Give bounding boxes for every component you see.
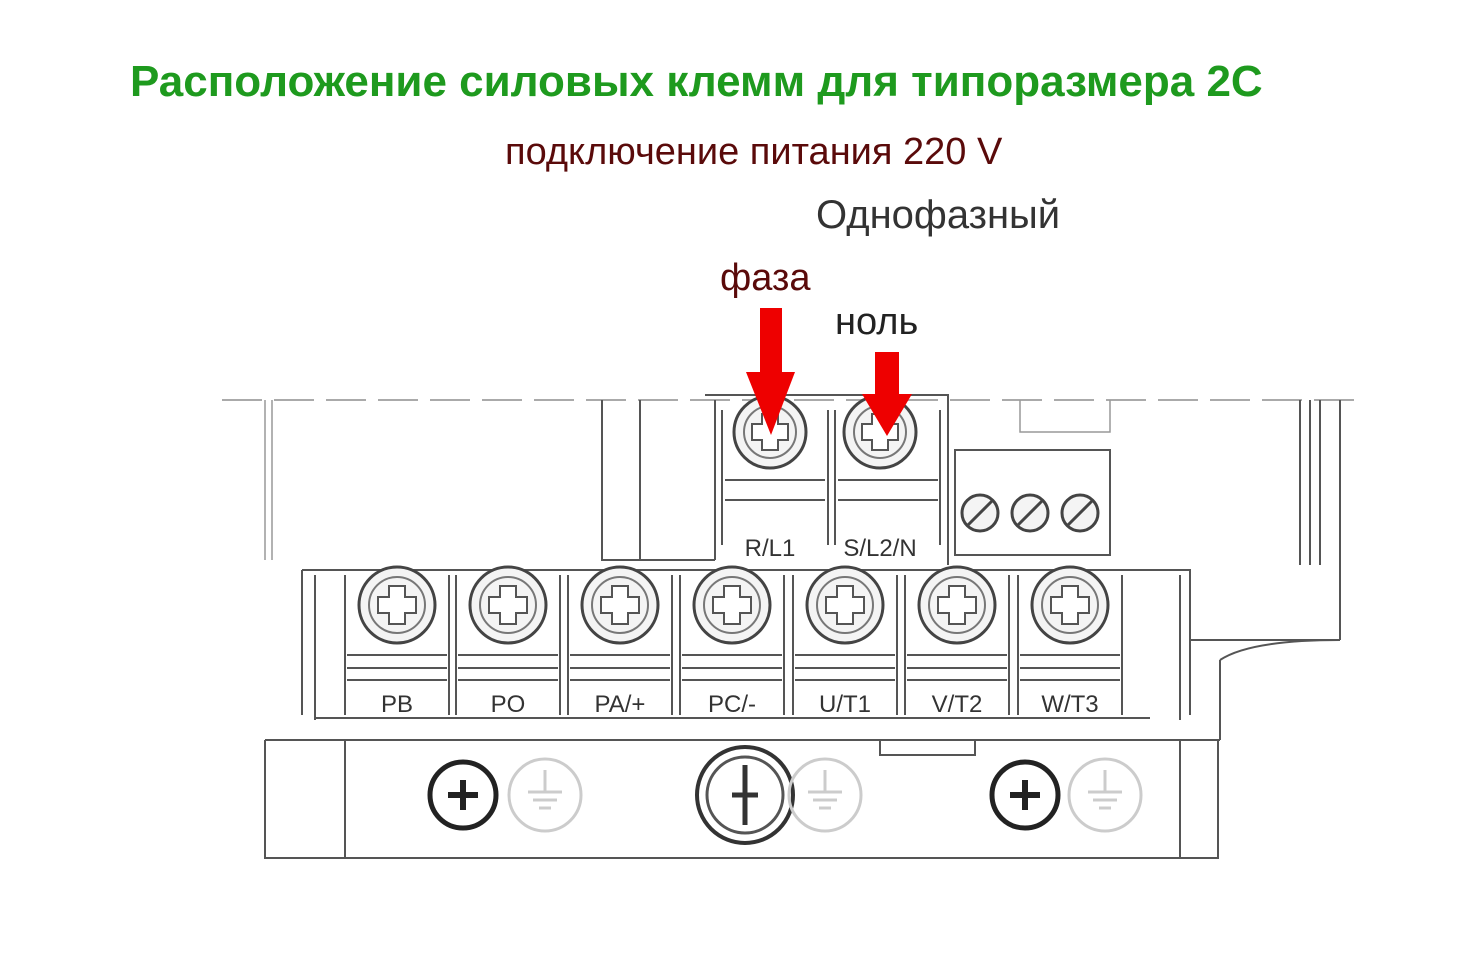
output-terminal: W/T3	[1017, 565, 1123, 718]
control-terminal-screws	[960, 493, 1100, 533]
terminal-label-sl2n: S/L2/N	[843, 535, 916, 562]
single-phase-label: Однофазный	[816, 193, 1060, 237]
output-terminal: PC/-	[679, 565, 785, 718]
power-subtitle: подключение питания 220 V	[505, 131, 1003, 173]
output-terminal: PB	[344, 565, 450, 718]
ground-screw	[427, 759, 499, 831]
output-terminal: V/T2	[904, 565, 1010, 718]
terminal-label: U/T1	[819, 691, 871, 718]
ground-symbol-icon	[1067, 757, 1143, 833]
terminal-label: V/T2	[932, 691, 983, 718]
terminal-label: PO	[491, 691, 526, 718]
terminal-label: PC/-	[708, 691, 756, 718]
diagram-title: Расположение силовых клемм для типоразме…	[130, 57, 1263, 106]
terminal-label-rl1: R/L1	[745, 535, 796, 562]
neutral-arrow-icon	[862, 352, 912, 436]
ground-symbol-icon	[507, 757, 583, 833]
ground-symbol-icon	[787, 757, 863, 833]
output-terminal: PA/+	[567, 565, 673, 718]
output-terminal: U/T1	[792, 565, 898, 718]
terminal-label: PA/+	[595, 691, 646, 718]
phase-label: фаза	[720, 257, 811, 299]
neutral-label: ноль	[835, 301, 918, 343]
drive-housing	[264, 394, 1341, 859]
ground-screw	[695, 745, 795, 845]
terminal-label: PB	[381, 691, 413, 718]
output-terminals: PB PO PA/+ PC/- U/T1 V/T2 W/T3	[344, 565, 1123, 718]
input-terminals: R/L1 S/L2/N	[725, 394, 938, 562]
phase-arrow-icon	[746, 308, 795, 435]
ground-screw	[989, 759, 1061, 831]
ground-screws	[427, 745, 1143, 845]
output-terminal: PO	[455, 565, 561, 718]
terminal-label: W/T3	[1041, 691, 1098, 718]
